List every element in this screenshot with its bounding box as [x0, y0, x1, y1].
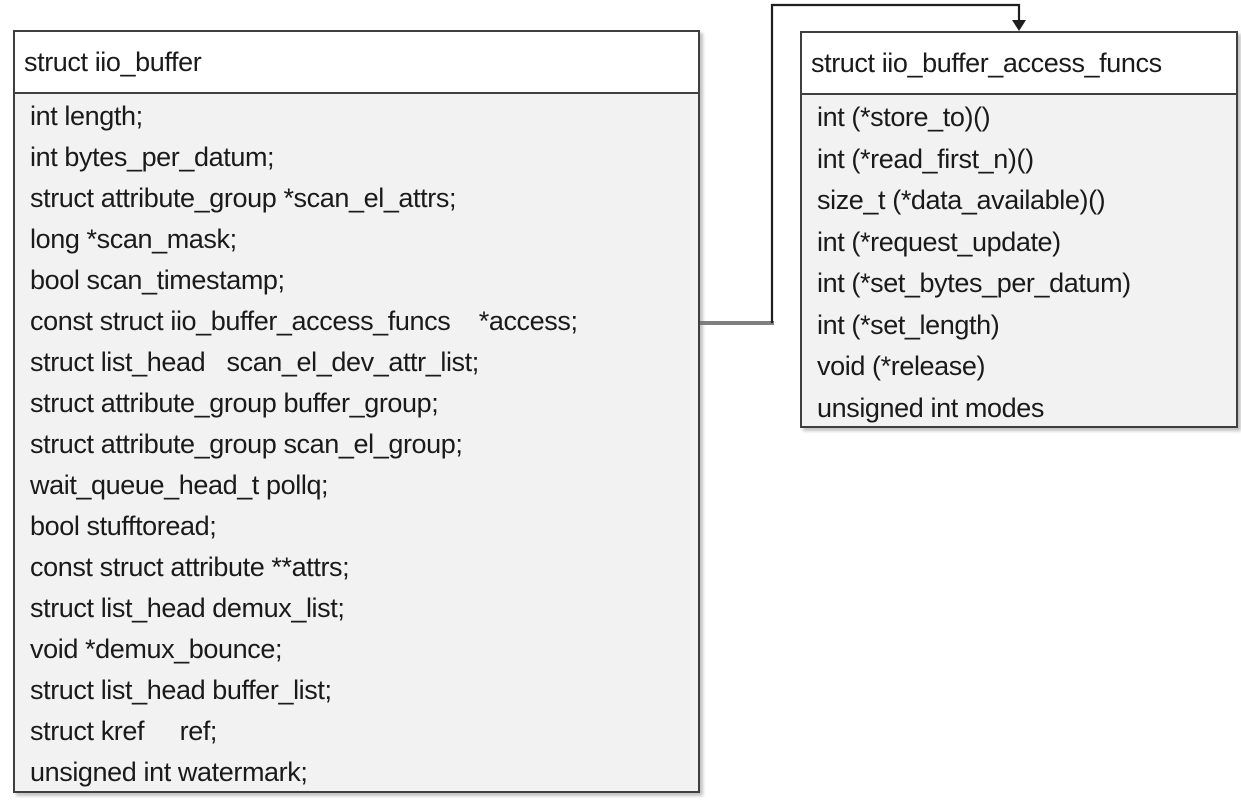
struct-field: int (*read_first_n)() — [817, 143, 1034, 174]
struct-field: int bytes_per_datum; — [30, 142, 275, 172]
struct-field: long *scan_mask; — [30, 224, 237, 254]
struct-field: bool stufftoread; — [30, 511, 217, 541]
struct-field: int (*set_bytes_per_datum) — [817, 268, 1131, 298]
struct-field: void (*release) — [817, 351, 986, 381]
struct-box-iio-buffer-access-funcs: struct iio_buffer_access_funcs int (*sto… — [800, 31, 1238, 428]
struct-field: unsigned int modes — [817, 392, 1044, 423]
struct-field: struct attribute_group scan_el_group; — [30, 429, 463, 459]
connector-arrowhead-icon — [1012, 20, 1026, 31]
struct-field: struct kref ref; — [30, 716, 218, 746]
struct-title-iio-buffer: struct iio_buffer — [15, 32, 698, 94]
struct-fields-iio-buffer: int length; int bytes_per_datum; struct … — [15, 94, 698, 791]
struct-field: bool scan_timestamp; — [30, 265, 285, 295]
struct-field: int (*request_update) — [817, 226, 1061, 257]
struct-field: int (*set_length) — [817, 309, 1000, 340]
struct-field: struct list_head scan_el_dev_attr_list; — [30, 347, 479, 377]
struct-field: struct list_head buffer_list; — [30, 675, 332, 705]
struct-field: void *demux_bounce; — [30, 634, 283, 664]
struct-field: struct attribute_group *scan_el_attrs; — [30, 183, 457, 213]
struct-fields-iio-buffer-access-funcs: int (*store_to)() int (*read_first_n)() … — [802, 95, 1236, 426]
struct-field: unsigned int watermark; — [30, 757, 308, 787]
struct-field: const struct attribute **attrs; — [30, 552, 350, 582]
struct-field-access: const struct iio_buffer_access_funcs *ac… — [30, 306, 578, 336]
struct-field: struct list_head demux_list; — [30, 593, 345, 623]
struct-title-iio-buffer-access-funcs: struct iio_buffer_access_funcs — [802, 33, 1236, 95]
struct-field: wait_queue_head_t pollq; — [30, 470, 329, 500]
struct-box-iio-buffer: struct iio_buffer int length; int bytes_… — [13, 30, 700, 793]
struct-field: int length; — [30, 101, 143, 131]
struct-field: size_t (*data_available)() — [817, 185, 1106, 215]
struct-field: int (*store_to)() — [817, 102, 991, 132]
struct-field: struct attribute_group buffer_group; — [30, 388, 439, 418]
